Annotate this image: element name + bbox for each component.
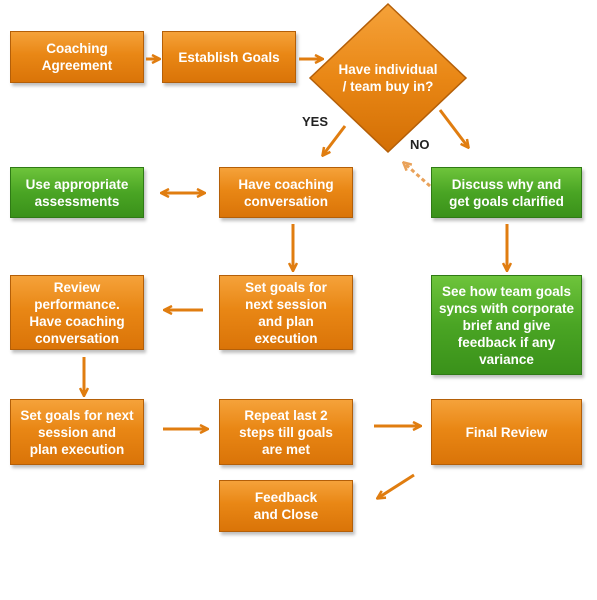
establish-goals-node: Establish Goals: [162, 31, 296, 83]
arrow-decision-no: [438, 109, 468, 147]
arrow-final-to-feedback: [378, 473, 415, 498]
have-coaching-conversation-label: Have coaching conversation: [238, 176, 334, 209]
feedback-close-node: Feedback and Close: [219, 480, 353, 532]
set-goals-next-session-2-label: Set goals for next session and plan exec…: [20, 407, 134, 457]
repeat-steps-label: Repeat last 2 steps till goals are met: [239, 407, 333, 457]
use-assessments-node: Use appropriate assessments: [10, 167, 144, 218]
review-performance-node: Review performance. Have coaching conver…: [10, 275, 144, 350]
feedback-close-label: Feedback and Close: [253, 490, 319, 522]
arrow-decision-yes: [323, 125, 347, 155]
final-review-node: Final Review: [431, 399, 582, 465]
set-goals-next-session-1-node: Set goals for next session and plan exec…: [219, 275, 353, 350]
decision-diamond-shape: [308, 2, 468, 154]
final-review-label: Final Review: [465, 424, 548, 440]
set-goals-next-session-2-node: Set goals for next session and plan exec…: [10, 399, 144, 465]
buy-in-question-label: Have individual / team buy in?: [338, 62, 438, 94]
see-team-goals-label: See how team goals syncs with corporate …: [438, 283, 575, 367]
establish-goals-label: Establish Goals: [178, 49, 280, 65]
see-team-goals-node: See how team goals syncs with corporate …: [431, 275, 582, 375]
review-performance-label: Review performance. Have coaching conver…: [29, 279, 125, 346]
discuss-why-node: Discuss why and get goals clarified: [431, 167, 582, 218]
no-label: NO: [410, 137, 430, 152]
discuss-why-label: Discuss why and get goals clarified: [449, 176, 564, 209]
coaching-agreement-label: Coaching Agreement: [41, 41, 113, 73]
yes-label: YES: [302, 114, 329, 129]
use-assessments-label: Use appropriate assessments: [25, 176, 129, 209]
buy-in-decision-node: Have individual / team buy in?: [308, 2, 468, 154]
arrow-discuss-to-decision-dashed: [404, 163, 431, 188]
repeat-steps-node: Repeat last 2 steps till goals are met: [219, 399, 353, 465]
coaching-agreement-node: Coaching Agreement: [10, 31, 144, 83]
have-coaching-conversation-node: Have coaching conversation: [219, 167, 353, 218]
set-goals-next-session-1-label: Set goals for next session and plan exec…: [245, 279, 327, 346]
